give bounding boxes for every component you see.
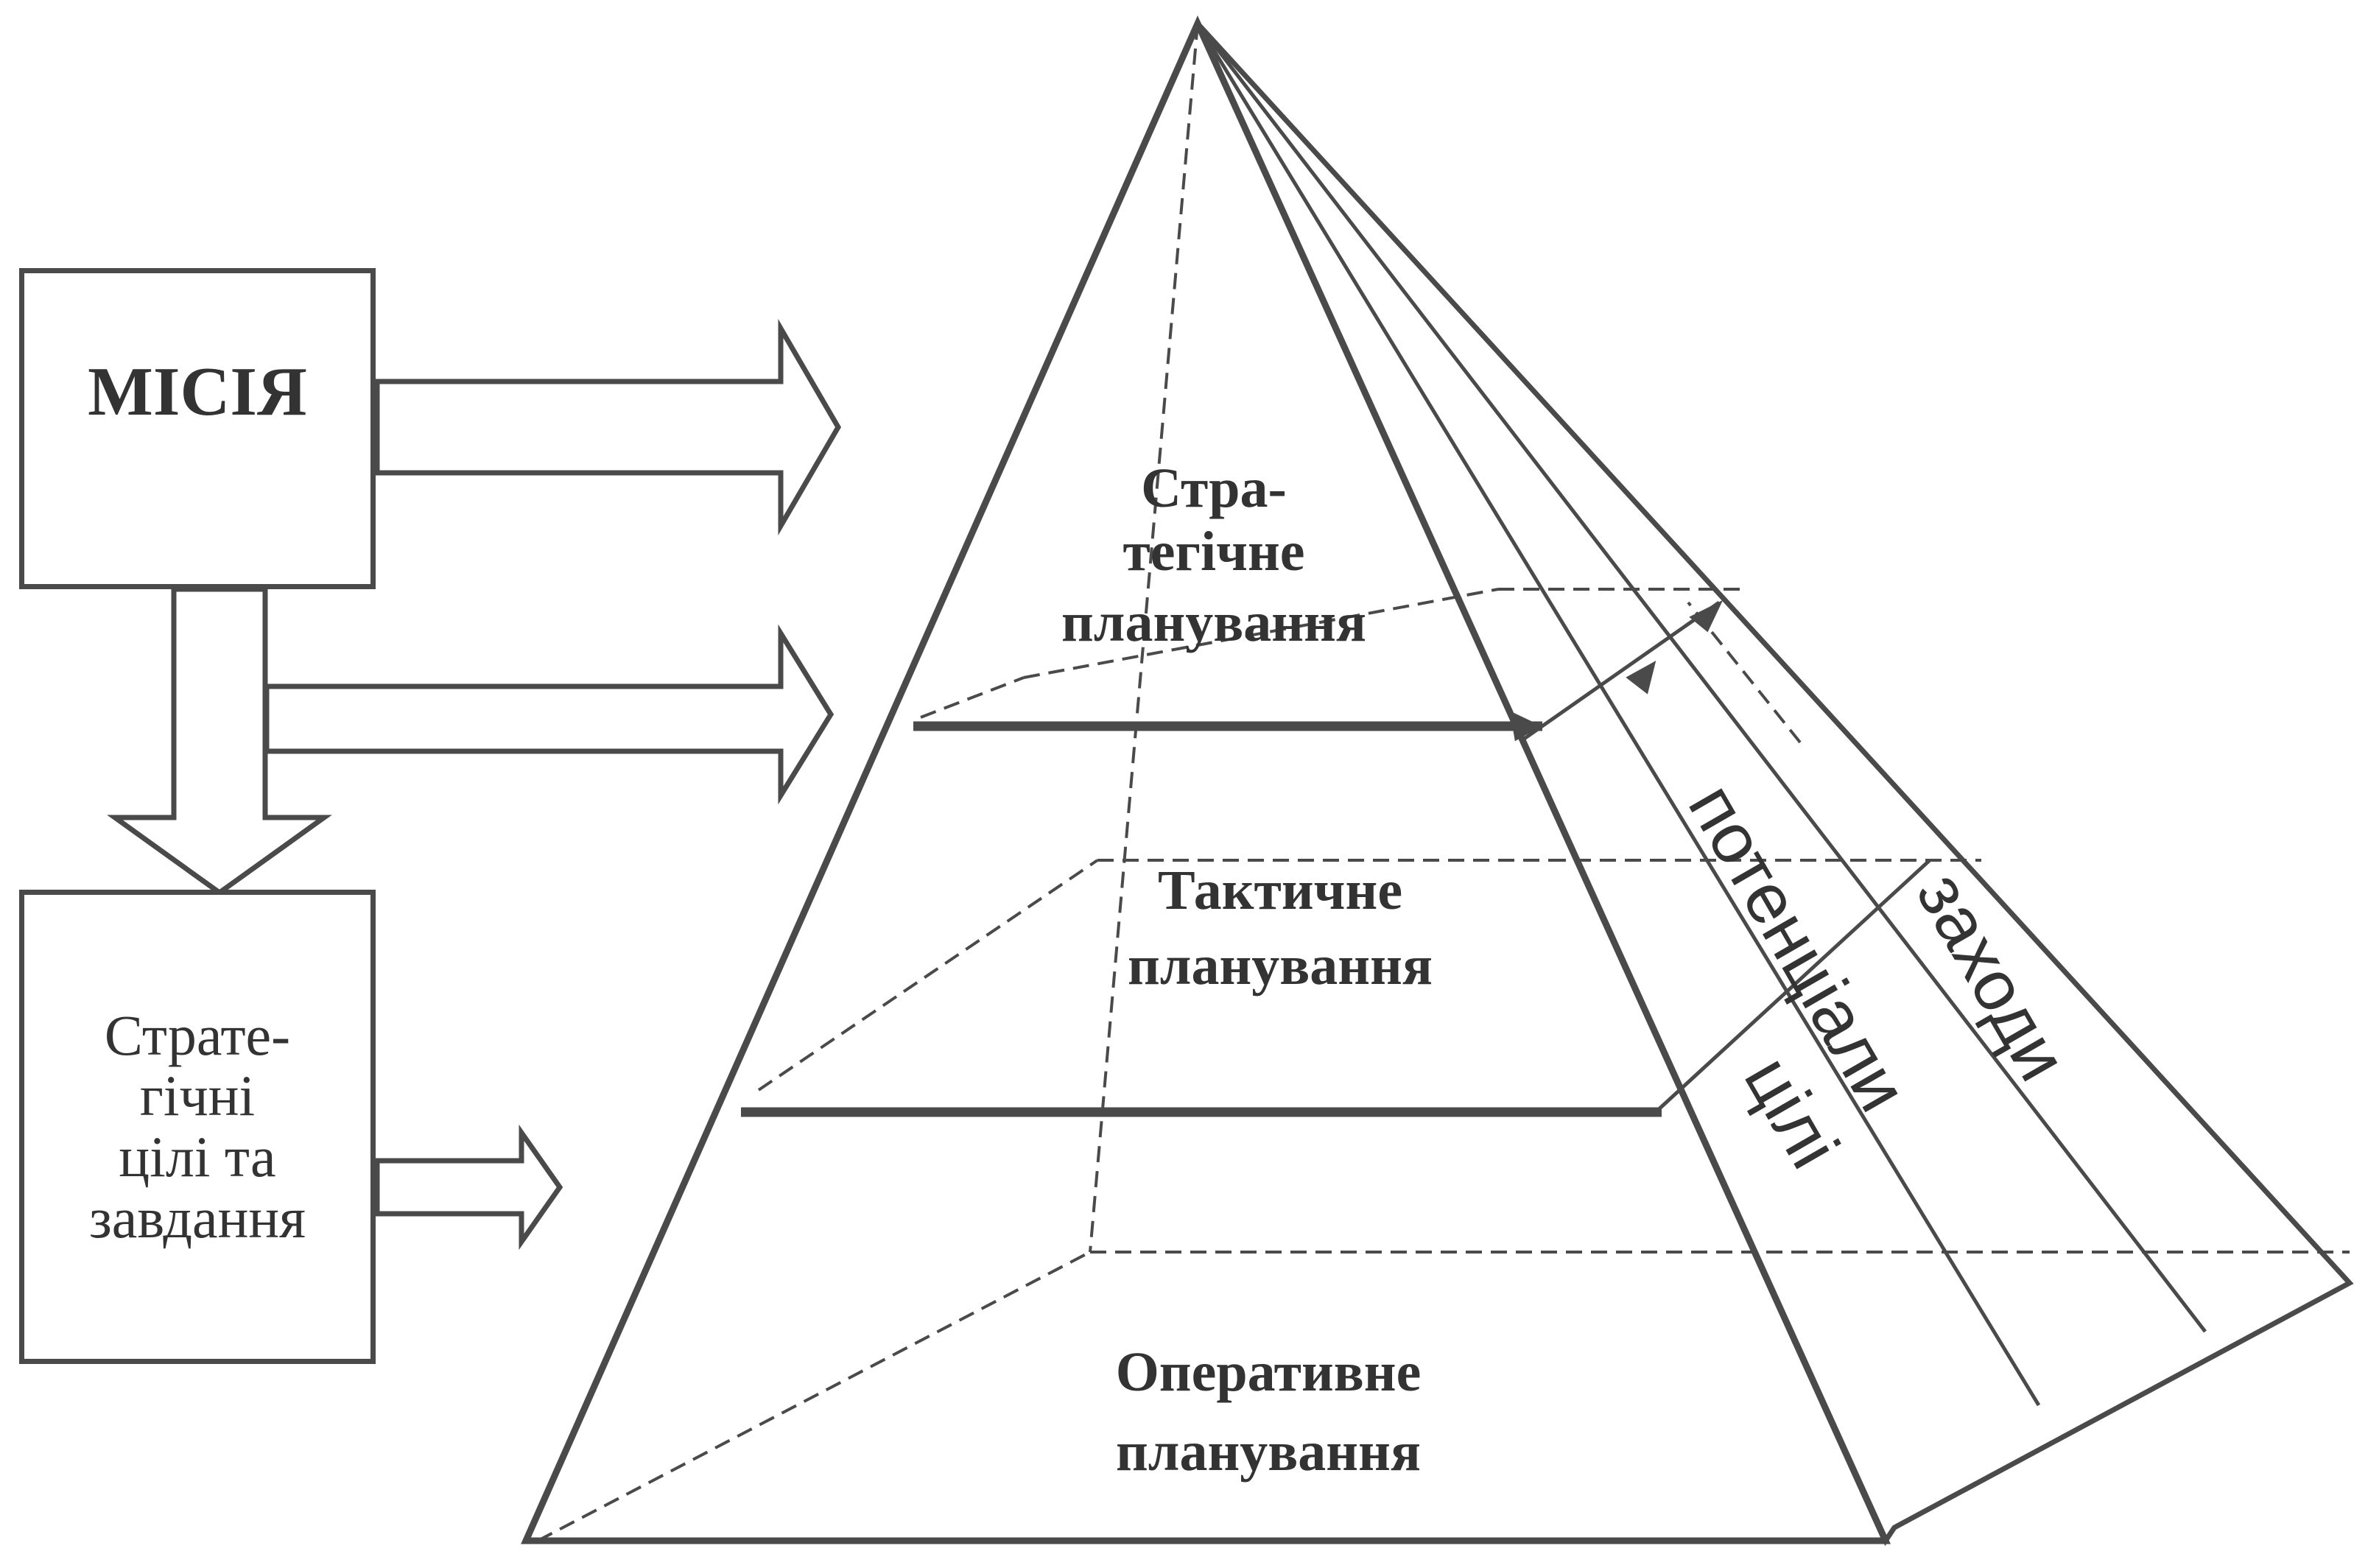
strategic-goals-box: Страте- гічні цілі та завдання (19, 890, 376, 1364)
side-face-lines (1195, 22, 2351, 1530)
side-arrows (1510, 600, 1724, 742)
level-operative-line-2: планування (1116, 1421, 1421, 1483)
strategic-goals-label: Страте- гічні цілі та завдання (89, 1002, 306, 1250)
level-operative-line-1: Оперативне (1116, 1341, 1422, 1403)
level-tactical-label: Тактичне планування (1128, 859, 1433, 996)
arrow-mission-to-strategic (374, 319, 842, 535)
arrow-goals-to-operative (374, 1124, 563, 1251)
level-tactical-line-1: Тактичне (1158, 859, 1402, 921)
level-tactical-line-2: планування (1128, 935, 1433, 996)
arrow-to-strategic-planning (264, 624, 835, 805)
mission-box: МІСІЯ (19, 268, 376, 589)
mission-label: МІСІЯ (88, 354, 307, 430)
level-strategic-line-3: планування (1061, 591, 1366, 653)
arrow-mission-to-goals (107, 586, 332, 896)
level-strategic-label: Стра- тегічне планування (1061, 457, 1366, 653)
level-strategic-line-2: тегічне (1122, 521, 1304, 583)
hidden-dashed-lines (537, 23, 2350, 1542)
level-strategic-line-1: Стра- (1141, 457, 1287, 519)
pyramid-front-face (521, 15, 1891, 1544)
level-operative-label: Оперативне планування (1116, 1341, 1422, 1483)
level-dividers (741, 721, 1662, 1117)
